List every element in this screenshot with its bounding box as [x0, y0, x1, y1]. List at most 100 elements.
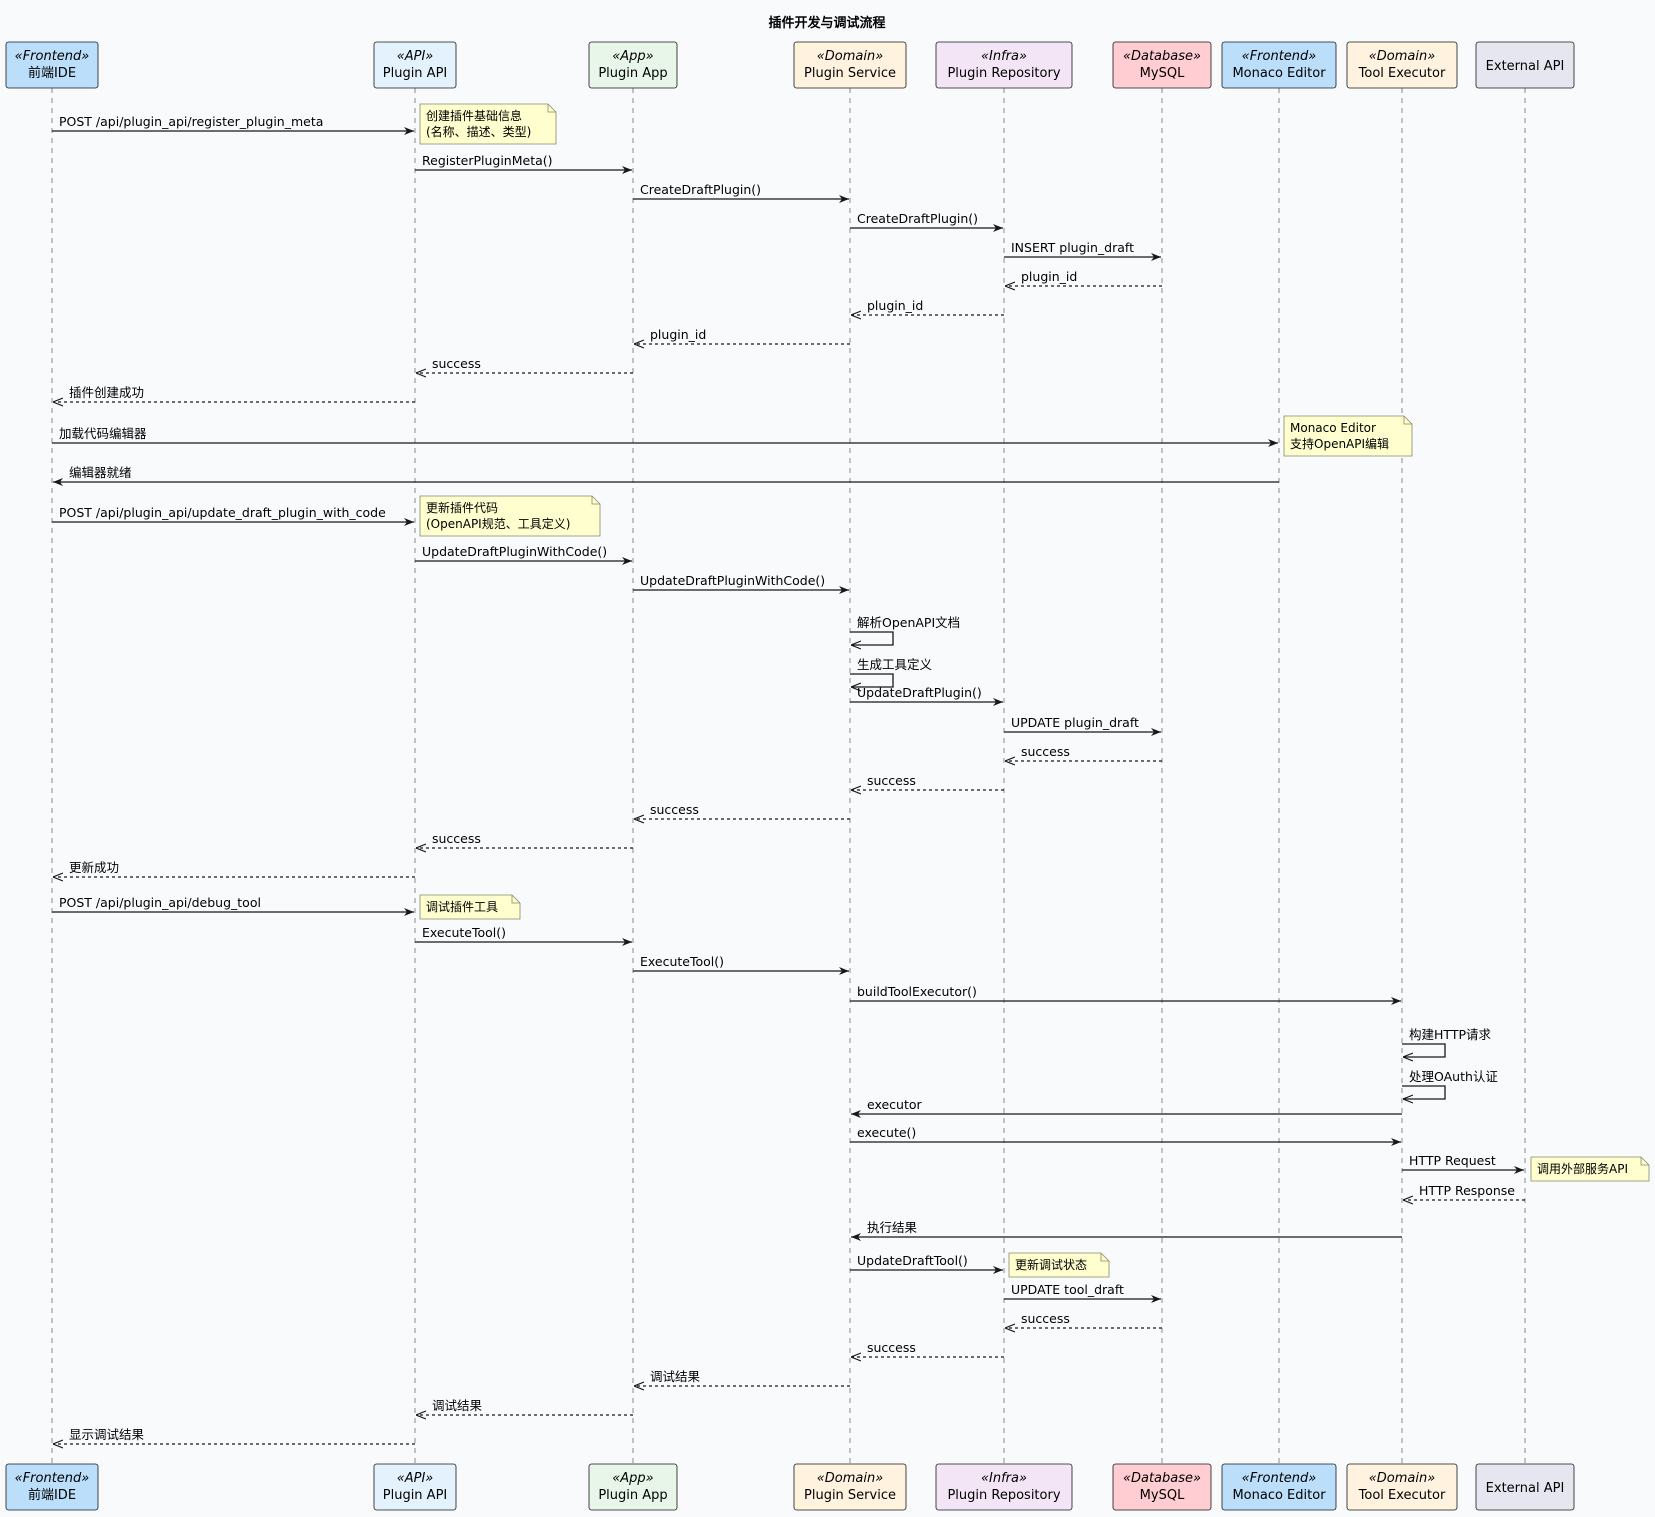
participant-name: Tool Executor: [1358, 1488, 1446, 1503]
message-28: 构建HTTP请求: [1402, 1027, 1491, 1057]
participant-name: Plugin API: [383, 1488, 448, 1503]
message-label: success: [867, 773, 916, 788]
message-31: execute(): [850, 1125, 1401, 1146]
participant-name: Monaco Editor: [1232, 1488, 1326, 1503]
participant-name: MySQL: [1140, 1488, 1185, 1503]
message-40: 调试结果: [416, 1398, 633, 1415]
message-label: 处理OAuth认证: [1409, 1069, 1498, 1084]
participant-box: [588, 1463, 678, 1511]
participant-stereotype: «Frontend»: [1242, 1471, 1317, 1486]
participant-exec-bottom: «Domain» Tool Executor: [1346, 1463, 1458, 1511]
participant-box: [1346, 41, 1458, 89]
participant-stereotype: «Domain»: [1369, 1471, 1436, 1486]
participant-repo-top: «Infra»Plugin Repository: [935, 41, 1073, 89]
message-label: success: [432, 831, 481, 846]
message-label: success: [867, 1340, 916, 1355]
participant-box: [373, 1463, 457, 1511]
note-2: 更新插件代码(OpenAPI规范、工具定义): [419, 495, 601, 537]
participant-app-top: «App»Plugin App: [588, 41, 678, 89]
message-30: executor: [851, 1097, 1402, 1118]
participant-stereotype: «Database»: [1123, 49, 1201, 64]
participant-svc-top: «Domain» Plugin Service: [793, 41, 907, 89]
note-3: 调试插件工具: [419, 894, 521, 920]
participant-name: 前端IDE: [28, 65, 76, 81]
message-label: RegisterPluginMeta(): [422, 153, 553, 168]
participant-stereotype: «App»: [612, 1471, 653, 1486]
participant-box: [5, 1463, 99, 1511]
participant-editor-top: «Frontend»Monaco Editor: [1221, 41, 1337, 89]
participant-box: [373, 41, 457, 89]
note-box: [1008, 1252, 1110, 1278]
participant-stereotype: «API»: [397, 1471, 434, 1486]
message-10: 加载代码编辑器: [52, 426, 1278, 447]
message-41: 显示调试结果: [53, 1427, 415, 1444]
message-arrow: [1402, 1085, 1446, 1099]
message-label: 编辑器就绪: [69, 465, 132, 480]
note-text: 支持OpenAPI编辑: [1290, 436, 1389, 451]
message-20: success: [851, 773, 1004, 790]
message-4: INSERT plugin_draft: [1004, 240, 1161, 261]
participant-repo-bottom: «Infra» Plugin Repository: [935, 1463, 1073, 1511]
message-16: 生成工具定义: [850, 657, 933, 687]
participant-db-bottom: «Database» MySQL: [1112, 1463, 1212, 1511]
participant-box: [1112, 1463, 1212, 1511]
message-34: 执行结果: [851, 1220, 1402, 1241]
message-14: UpdateDraftPluginWithCode(): [633, 573, 849, 594]
message-label: 加载代码编辑器: [59, 426, 147, 441]
participant-stereotype: «Database»: [1123, 1471, 1201, 1486]
message-label: CreateDraftPlugin(): [857, 211, 978, 226]
message-label: 显示调试结果: [69, 1427, 145, 1442]
message-label: UpdateDraftPlugin(): [857, 685, 982, 700]
note-text: 创建插件基础信息: [426, 108, 522, 123]
participant-stereotype: «Frontend»: [15, 1471, 90, 1486]
message-37: success: [1005, 1311, 1162, 1328]
message-label: INSERT plugin_draft: [1011, 240, 1134, 255]
message-36: UPDATE tool_draft: [1004, 1282, 1161, 1303]
message-label: buildToolExecutor(): [857, 984, 977, 999]
message-label: execute(): [857, 1125, 916, 1140]
message-24: POST /api/plugin_api/debug_tool: [52, 895, 414, 916]
participant-api-bottom: «API» Plugin API: [373, 1463, 457, 1511]
participant-box: [1346, 1463, 1458, 1511]
participant-box: [588, 41, 678, 89]
note-box: [1530, 1156, 1650, 1182]
participant-stereotype: «API»: [397, 49, 434, 64]
message-35: UpdateDraftTool(): [850, 1253, 1003, 1274]
note-fold: [1403, 416, 1412, 425]
participant-app-bottom: «App»Plugin App: [588, 1463, 678, 1511]
message-7: plugin_id: [634, 327, 850, 344]
message-label: success: [650, 802, 699, 817]
message-17: UpdateDraftPlugin(): [850, 685, 1003, 706]
message-label: success: [432, 356, 481, 371]
participant-api-top: «API»Plugin API: [373, 41, 457, 89]
message-label: plugin_id: [650, 327, 706, 342]
message-label: POST /api/plugin_api/update_draft_plugin…: [59, 505, 386, 520]
message-38: success: [851, 1340, 1004, 1357]
note-text: (名称、描述、类型): [426, 124, 531, 139]
participant-stereotype: «Frontend»: [15, 49, 90, 64]
participant-name: Tool Executor: [1358, 66, 1446, 81]
note-box: [1283, 415, 1413, 457]
participant-box: [1475, 1463, 1575, 1511]
message-25: ExecuteTool(): [415, 925, 632, 946]
participant-stereotype: «Infra»: [981, 1471, 1027, 1486]
participant-exec-top: «Domain»Tool Executor: [1346, 41, 1458, 89]
participant-name: Plugin Service: [804, 66, 896, 81]
message-22: success: [416, 831, 633, 848]
message-label: 调试结果: [650, 1369, 701, 1384]
message-23: 更新成功: [53, 860, 415, 877]
participant-stereotype: «Domain»: [817, 49, 884, 64]
note-text: 更新调试状态: [1015, 1257, 1087, 1272]
participant-stereotype: «Frontend»: [1242, 49, 1317, 64]
participant-name: Plugin Repository: [947, 1488, 1060, 1503]
message-2: CreateDraftPlugin(): [633, 182, 849, 203]
message-arrow: [850, 631, 894, 645]
note-fold: [1640, 1157, 1649, 1166]
message-15: 解析OpenAPI文档: [850, 615, 960, 645]
message-6: plugin_id: [851, 298, 1004, 315]
participant-box: [5, 41, 99, 89]
note-box: [419, 103, 557, 145]
message-label: POST /api/plugin_api/register_plugin_met…: [59, 114, 323, 129]
note-fold: [591, 496, 600, 505]
